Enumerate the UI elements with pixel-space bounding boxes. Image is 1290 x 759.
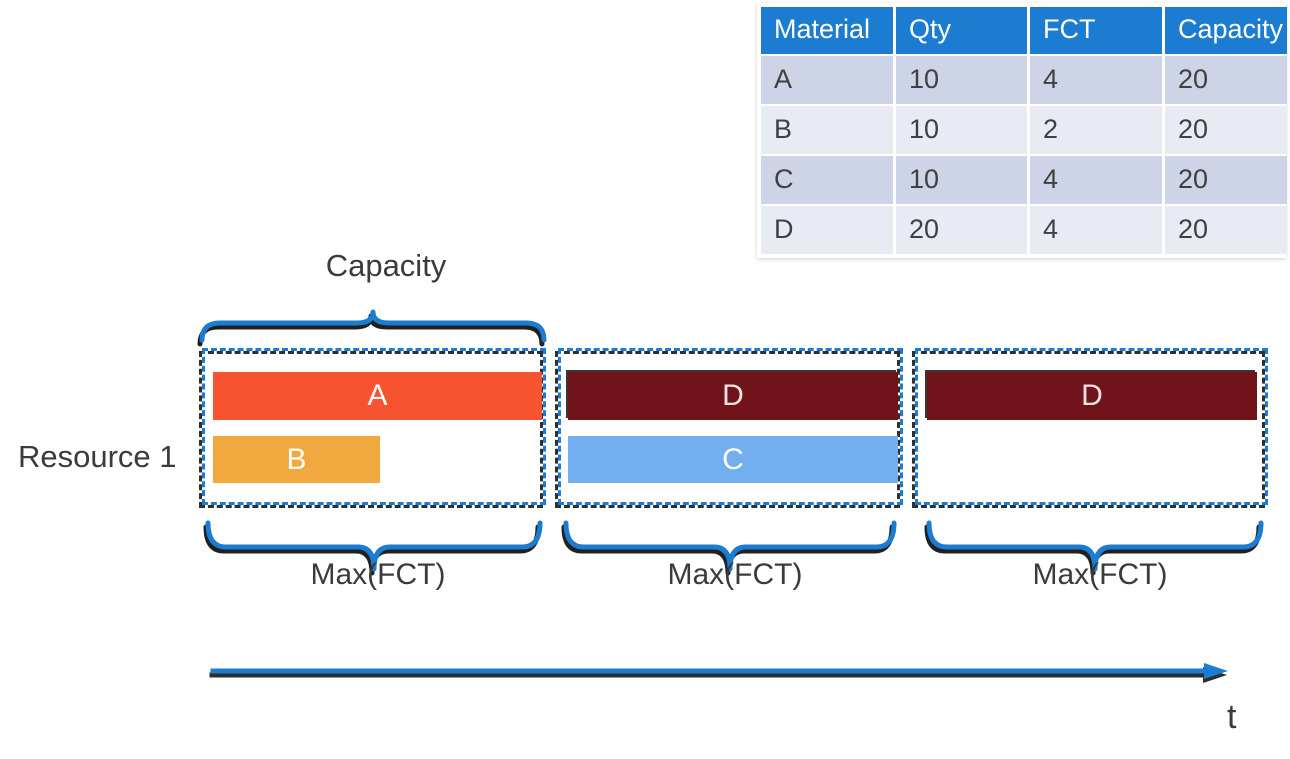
material-bar-d: D xyxy=(568,372,898,420)
time-axis-label: t xyxy=(1227,698,1237,736)
table-cell: 4 xyxy=(1030,206,1162,254)
table-header-cell: Capacity xyxy=(1165,7,1288,54)
table-cell: 20 xyxy=(1165,206,1288,254)
table-cell: 20 xyxy=(1165,156,1288,204)
bar-label: C xyxy=(722,442,744,476)
table-cell: 10 xyxy=(896,156,1027,204)
slot-boundary-box xyxy=(915,348,1268,505)
material-table: Material Qty FCT Capacity A 10 4 20 B 10… xyxy=(757,3,1288,258)
table-cell: 20 xyxy=(896,206,1027,254)
table-cell: B xyxy=(761,106,893,154)
max-fct-brace xyxy=(563,520,897,572)
max-fct-brace xyxy=(205,520,543,572)
capacity-label: Capacity xyxy=(325,248,447,283)
table-cell: 4 xyxy=(1030,56,1162,104)
table-header-cell: FCT xyxy=(1030,7,1162,54)
material-bar-a: A xyxy=(213,372,542,420)
table-header-cell: Qty xyxy=(896,7,1027,54)
table-cell: 10 xyxy=(896,106,1027,154)
bar-label: A xyxy=(367,379,388,412)
table-cell: D xyxy=(761,206,893,254)
table-cell: C xyxy=(761,156,893,204)
table-cell: 10 xyxy=(896,56,1027,104)
max-fct-label: Max(FCT) xyxy=(1032,558,1168,591)
max-fct-label: Max(FCT) xyxy=(667,558,803,591)
bar-label: D xyxy=(722,379,744,412)
slot-boundary-box xyxy=(202,348,546,505)
material-bar-d: D xyxy=(927,372,1257,420)
capacity-brace xyxy=(199,309,547,343)
table-cell: 20 xyxy=(1165,56,1288,104)
bar-label: D xyxy=(1081,379,1103,412)
max-fct-label: Max(FCT) xyxy=(310,558,446,591)
max-fct-brace xyxy=(926,520,1264,572)
time-axis-arrow xyxy=(210,663,1228,679)
table-cell: 20 xyxy=(1165,106,1288,154)
table-cell: 4 xyxy=(1030,156,1162,204)
slot-boundary-box xyxy=(558,348,903,505)
material-bar-b: B xyxy=(213,436,380,483)
table-cell: 2 xyxy=(1030,106,1162,154)
resource-label: Resource 1 xyxy=(18,439,177,474)
bar-label: B xyxy=(286,442,307,476)
table-cell: A xyxy=(761,56,893,104)
material-bar-c: C xyxy=(568,436,898,483)
table-header-cell: Material xyxy=(761,7,893,54)
